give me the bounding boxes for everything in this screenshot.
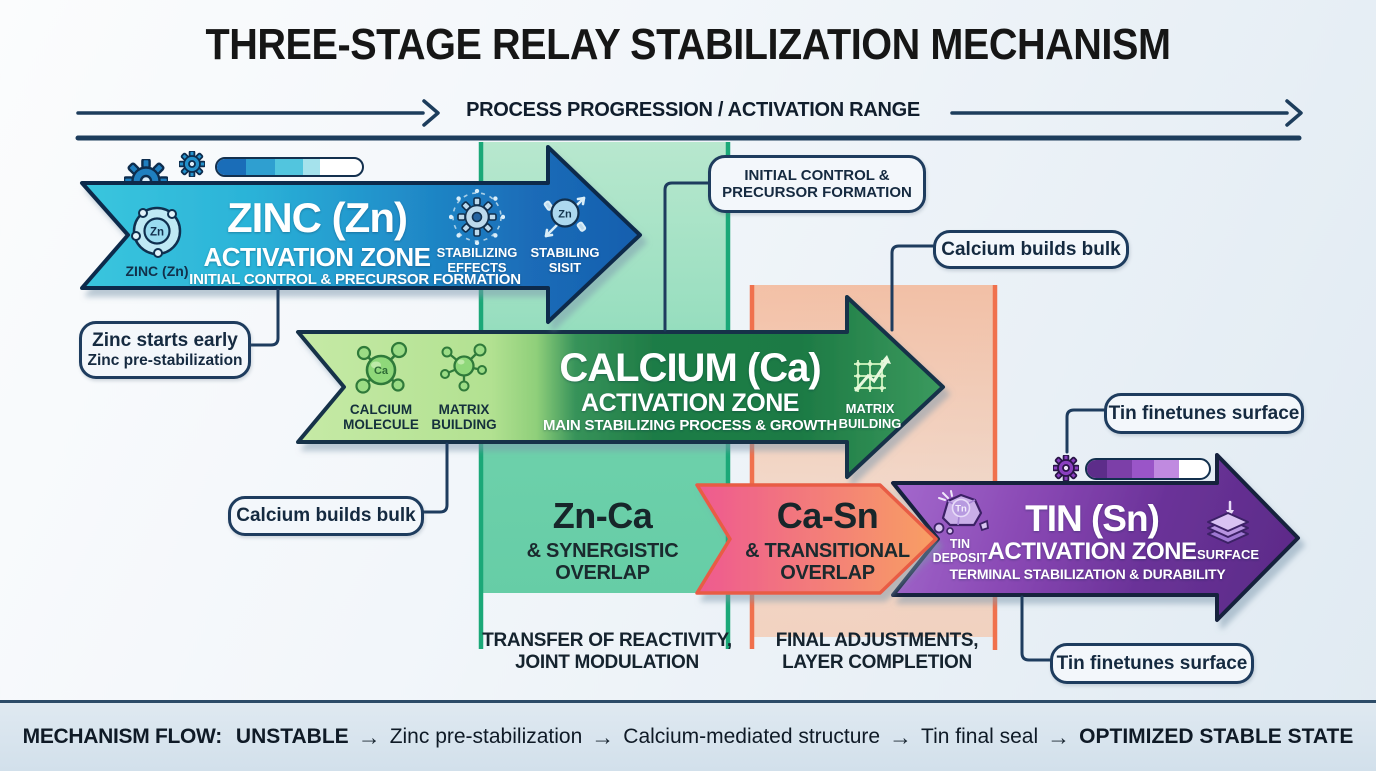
tin-subtitle: TERMINAL STABILIZATION & DURABILITY [949, 566, 1226, 582]
tin-title: TIN (Sn) [1025, 498, 1160, 539]
flow-arrow-icon: → [889, 723, 913, 750]
zinc-subtitle: INITIAL CONTROL & PRECURSOR FORMATION [189, 271, 521, 288]
svg-text:Tn: Tn [955, 504, 967, 515]
zinc-progress-bar [215, 157, 364, 177]
flow-arrow-icon: → [1047, 723, 1071, 750]
flow-arrow-icon: → [591, 723, 615, 750]
process-axis-label: PROCESS PROGRESSION / ACTIVATION RANGE [466, 99, 920, 121]
matrix-building-molecule-icon [440, 343, 487, 392]
final-note: FINAL ADJUSTMENTS,LAYER COMPLETION [775, 630, 979, 673]
callout-calcium-builds-bulk-right: Calcium builds bulk [933, 230, 1129, 269]
callout-zinc-starts-early: Zinc starts early Zinc pre-stabilization [79, 321, 251, 379]
surface-layers-icon [1207, 500, 1249, 544]
zinc-atom-icon: Zn [131, 206, 182, 258]
zinc-stabiling-icon: Zn [543, 196, 587, 238]
tin-deposit-icon: Tn [933, 490, 989, 535]
svg-text:Ca: Ca [374, 365, 389, 377]
zinc-arrow [80, 145, 642, 324]
tin-progress-bar [1085, 458, 1211, 480]
svg-text:Zn: Zn [558, 209, 572, 221]
transfer-note: TRANSFER OF REACTIVITY,JOINT MODULATION [482, 630, 732, 673]
casn-overlap-arrow [695, 483, 938, 595]
flow-arrow-icon: → [357, 723, 381, 750]
matrix-grid-icon [854, 355, 891, 392]
callout-initial-control: INITIAL CONTROL &PRECURSOR FORMATION [708, 155, 926, 213]
flow-step-unstable: UNSTABLE [235, 725, 349, 748]
calcium-arrow [296, 295, 945, 479]
page-title: THREE-STAGE RELAY STABILIZATION MECHANIS… [205, 20, 1171, 69]
calcium-zone-label: ACTIVATION ZONE [581, 389, 799, 417]
svg-text:Zn: Zn [150, 227, 164, 239]
mechanism-flow-bar: MECHANISM FLOW: UNSTABLE → Zinc pre-stab… [0, 700, 1376, 771]
gear-icon-small [179, 151, 205, 177]
tin-zone-label: ACTIVATION ZONE [987, 538, 1197, 565]
callout-connectors [243, 181, 1106, 662]
tin-gear-icon [1053, 455, 1079, 481]
znca-overlap-label: Zn-Ca & SYNERGISTIC OVERLAP [526, 495, 679, 585]
flow-prefix: MECHANISM FLOW: [22, 725, 223, 748]
zinc-zone-label: ACTIVATION ZONE [203, 242, 431, 272]
stage-arrows [80, 145, 1300, 622]
calcium-molecule-icon: Ca [355, 341, 408, 394]
flow-step-tin: Tin final seal [921, 725, 1039, 748]
zinc-title: ZINC (Zn) [227, 194, 408, 241]
flow-step-zinc: Zinc pre-stabilization [389, 725, 583, 748]
calcium-title: CALCIUM (Ca) [559, 346, 821, 390]
process-axis-arrow [75, 99, 1303, 141]
stabilizing-effects-gear-icon [449, 189, 505, 245]
flow-step-optimized: OPTIMIZED STABLE STATE [1079, 725, 1354, 748]
surface-label: SURFACE [1196, 547, 1260, 562]
tin-arrow [891, 453, 1300, 622]
callout-tin-finetunes-top: Tin finetunes surface [1104, 393, 1304, 434]
zinc-atom-label: ZINC (Zn) [125, 263, 189, 279]
flow-step-calcium: Calcium-mediated structure [623, 725, 881, 748]
callout-calcium-builds-bulk-left: Calcium builds bulk [228, 496, 424, 536]
casn-overlap-label: Ca-Sn & TRANSITIONAL OVERLAP [745, 495, 910, 585]
callout-tin-finetunes-bottom: Tin finetunes surface [1050, 643, 1254, 684]
calcium-subtitle: MAIN STABILIZING PROCESS & GROWTH [543, 417, 837, 434]
